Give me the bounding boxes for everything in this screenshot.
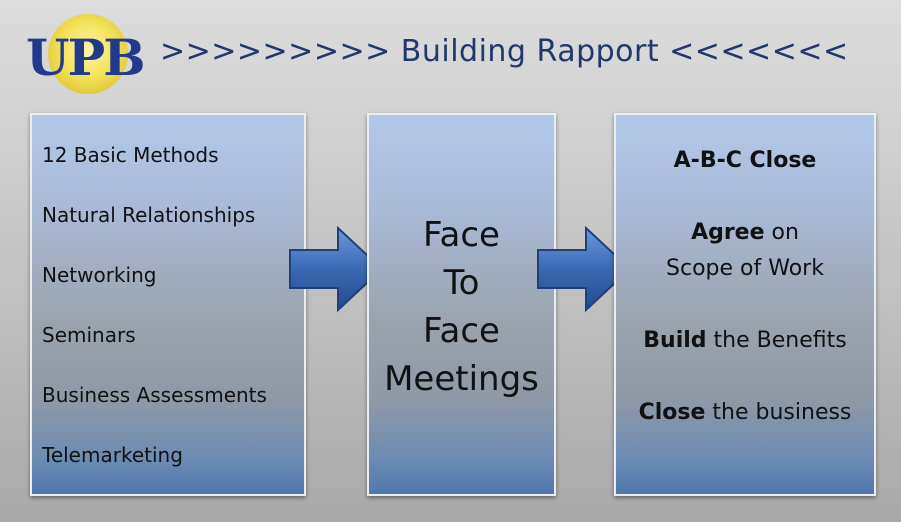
- step-agree: Agree on Scope of Work: [616, 215, 874, 287]
- methods-panel: 12 Basic Methods Natural Relationships N…: [30, 113, 306, 496]
- meetings-line: Meetings: [384, 359, 539, 399]
- list-item: 12 Basic Methods: [42, 143, 219, 167]
- right-arrow-icon: [289, 225, 384, 313]
- step-bold: Build: [643, 328, 707, 353]
- list-item: Networking: [42, 263, 157, 287]
- step-close: Close the business: [616, 395, 874, 431]
- step-build: Build the Benefits: [616, 323, 874, 359]
- list-item: Telemarketing: [42, 443, 183, 467]
- closing-panel: A-B-C Close Agree on Scope of Work Build…: [614, 113, 876, 496]
- meetings-line: Face: [423, 311, 500, 351]
- meetings-line: To: [443, 263, 480, 303]
- list-item: Natural Relationships: [42, 203, 256, 227]
- step-bold: Agree: [691, 220, 765, 245]
- logo-text: UPB: [26, 28, 145, 87]
- meetings-text: Face To Face Meetings: [369, 211, 554, 403]
- step-rest: on: [764, 220, 799, 245]
- step-rest: the Benefits: [706, 328, 847, 353]
- list-item: Business Assessments: [42, 383, 267, 407]
- logo-sun: [48, 14, 128, 94]
- upb-logo: UPB: [26, 8, 146, 103]
- step-bold: A-B-C Close: [673, 148, 817, 173]
- right-arrow-icon: [537, 225, 632, 313]
- meetings-line: Face: [423, 215, 500, 255]
- step-line2: Scope of Work: [666, 256, 824, 281]
- step-abc-close: A-B-C Close: [616, 143, 874, 179]
- slide-title: >>>>>>>>> Building Rapport <<<<<<<: [160, 34, 849, 69]
- step-bold: Close: [638, 400, 706, 425]
- step-rest: the business: [705, 400, 852, 425]
- list-item: Seminars: [42, 323, 136, 347]
- meetings-panel: Face To Face Meetings: [367, 113, 556, 496]
